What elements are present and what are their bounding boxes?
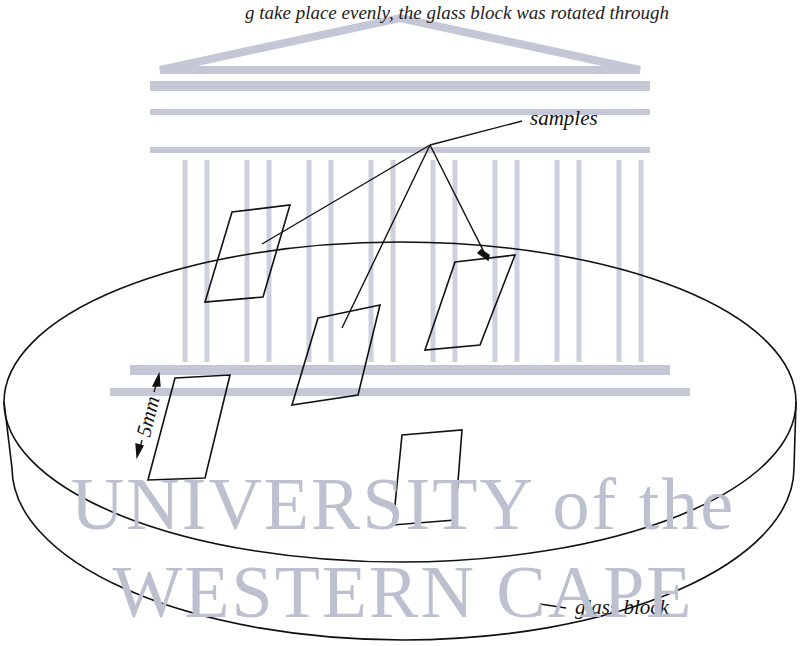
watermark-column [205,160,210,362]
watermark-column [555,160,560,362]
watermark-column [183,160,188,362]
watermark-column [577,160,582,362]
watermark-column [639,160,644,362]
watermark-column [391,160,396,362]
watermark-columns [185,160,641,362]
glass-block [4,242,796,640]
cut-text: g take place evenly, the glass block was… [245,2,669,24]
watermark-column [617,160,622,362]
watermark-column [329,160,334,362]
watermark-column [515,160,520,362]
watermark: WESTERN CAPE [112,550,693,635]
part-label: samples [530,106,598,131]
watermark-column [267,160,272,362]
watermark-column [307,160,312,362]
watermark: UNIVERSITY of the [71,462,735,547]
watermark-logo [110,18,690,392]
watermark-column [245,160,250,362]
watermark-column [493,160,498,362]
